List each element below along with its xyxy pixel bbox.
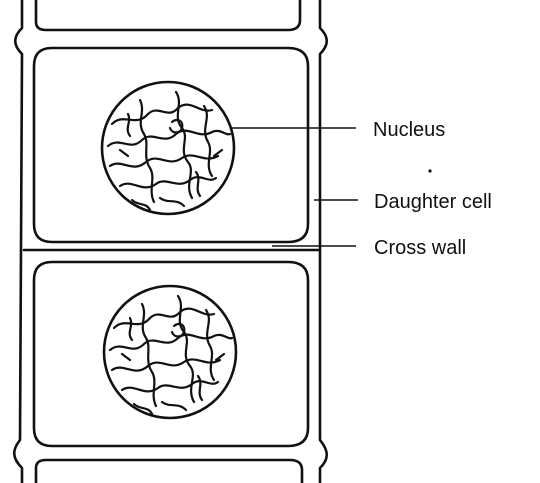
daughter-cell-label: Daughter cell	[374, 191, 492, 213]
lower-nucleus	[104, 286, 236, 418]
nucleus-label: Nucleus	[373, 119, 445, 141]
upper-nucleus	[102, 82, 234, 214]
cross-wall-label: Cross wall	[374, 237, 466, 259]
outer-wall-left	[14, 0, 22, 483]
outer-wall-right	[320, 0, 327, 483]
upper-partial-cell	[36, 0, 300, 30]
dot-mark	[428, 169, 431, 172]
lower-partial-cell	[36, 460, 302, 483]
